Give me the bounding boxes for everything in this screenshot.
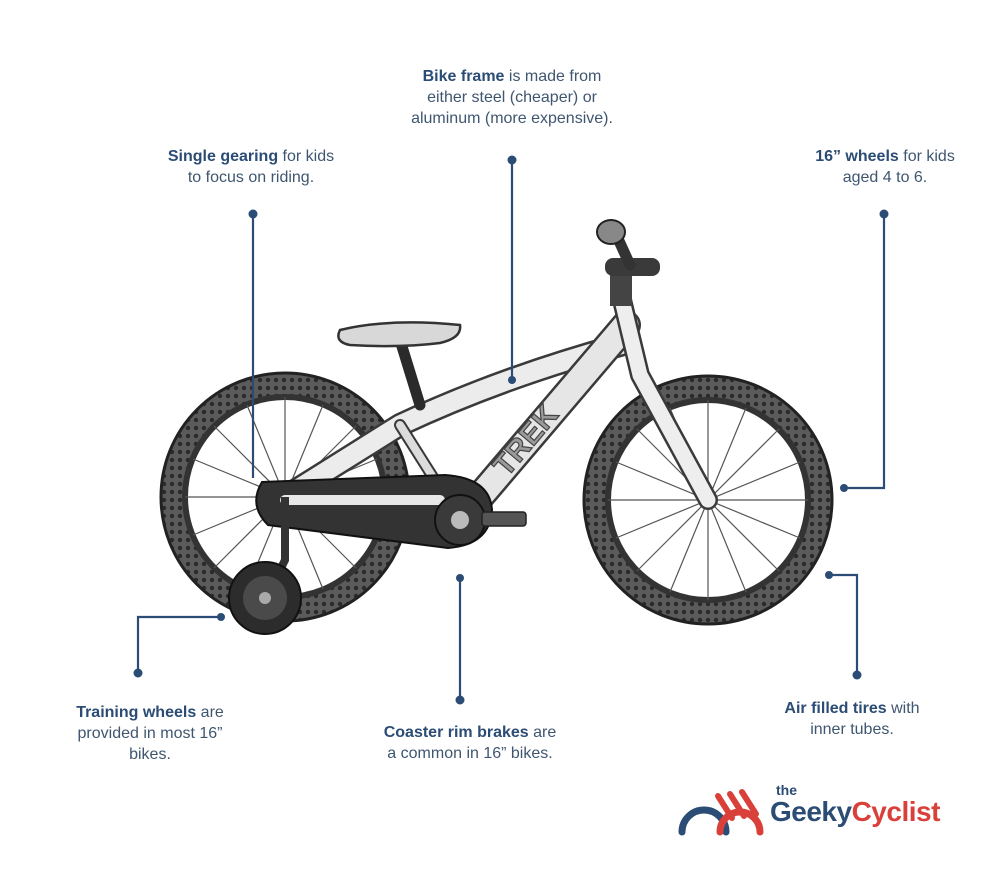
callout-air-tires: Air filled tires with inner tubes. [752, 698, 952, 740]
bike-frame [273, 290, 718, 535]
callout-16-wheels-rest: for kids [898, 148, 955, 165]
callout-coaster-brakes-rest: are [528, 724, 557, 741]
callout-coaster-brakes-line-2: a common in 16” bikes. [387, 745, 553, 762]
callout-training-wheels-line-1: Training wheels are [40, 702, 260, 723]
callout-16-wheels-line-2: aged 4 to 6. [842, 169, 928, 186]
callout-16-wheels: 16” wheels for kids aged 4 to 6. [770, 146, 1000, 188]
callout-bike-frame: Bike frame is made from either steel (ch… [382, 66, 642, 129]
callout-air-tires-bold: Air filled tires [784, 700, 887, 717]
callout-single-gearing-line-2: to focus on riding. [187, 169, 315, 186]
callout-single-gearing: Single gearing for kids to focus on ridi… [131, 146, 371, 188]
leader-lines [136, 160, 886, 700]
callout-training-wheels-rest: are [196, 704, 224, 721]
leader-dots [133, 155, 889, 705]
frame-brand-label: TREK [487, 398, 565, 482]
callout-single-gearing-bold: Single gearing [167, 148, 279, 165]
callout-coaster-brakes: Coaster rim brakes are a common in 16” b… [345, 722, 595, 764]
callout-bike-frame-rest: is made from [504, 68, 602, 85]
geeky-cyclist-logo: the GeekyCyclist [676, 782, 956, 842]
chain-guard [255, 473, 494, 550]
callout-16-wheels-bold: 16” wheels [815, 148, 899, 165]
callout-coaster-brakes-line-1: Coaster rim brakes are [345, 722, 595, 743]
logo-the-text: the [776, 782, 797, 798]
callout-single-gearing-rest: for kids [278, 148, 335, 165]
callout-air-tires-line-1: Air filled tires with [752, 698, 952, 719]
callout-bike-frame-line-2: either steel (cheaper) or [427, 89, 597, 106]
logo-wordmark: GeekyCyclist [770, 796, 940, 828]
handlebars [596, 219, 660, 306]
callout-bike-frame-line-1: Bike frame is made from [382, 66, 642, 87]
saddle [337, 321, 462, 348]
callout-single-gearing-line-1: Single gearing for kids [131, 146, 371, 167]
callout-bike-frame-line-3: aluminum (more expensive). [411, 110, 613, 127]
callout-16-wheels-line-1: 16” wheels for kids [770, 146, 1000, 167]
callout-coaster-brakes-bold: Coaster rim brakes [383, 724, 529, 741]
callout-bike-frame-bold: Bike frame [422, 68, 505, 85]
logo-cyclist-text: Cyclist [851, 796, 941, 827]
crank-and-pedal [434, 494, 527, 546]
callout-air-tires-rest: with [886, 700, 920, 717]
callout-air-tires-line-2: inner tubes. [810, 721, 894, 738]
callout-training-wheels: Training wheels are provided in most 16”… [40, 702, 260, 765]
callout-training-wheels-bold: Training wheels [76, 704, 197, 721]
cyclist-mark-icon [678, 789, 764, 836]
logo-geeky-text: Geeky [770, 796, 852, 827]
training-wheel [228, 497, 302, 635]
callout-training-wheels-line-2: provided in most 16” [77, 725, 223, 742]
callout-training-wheels-line-3: bikes. [129, 746, 171, 763]
